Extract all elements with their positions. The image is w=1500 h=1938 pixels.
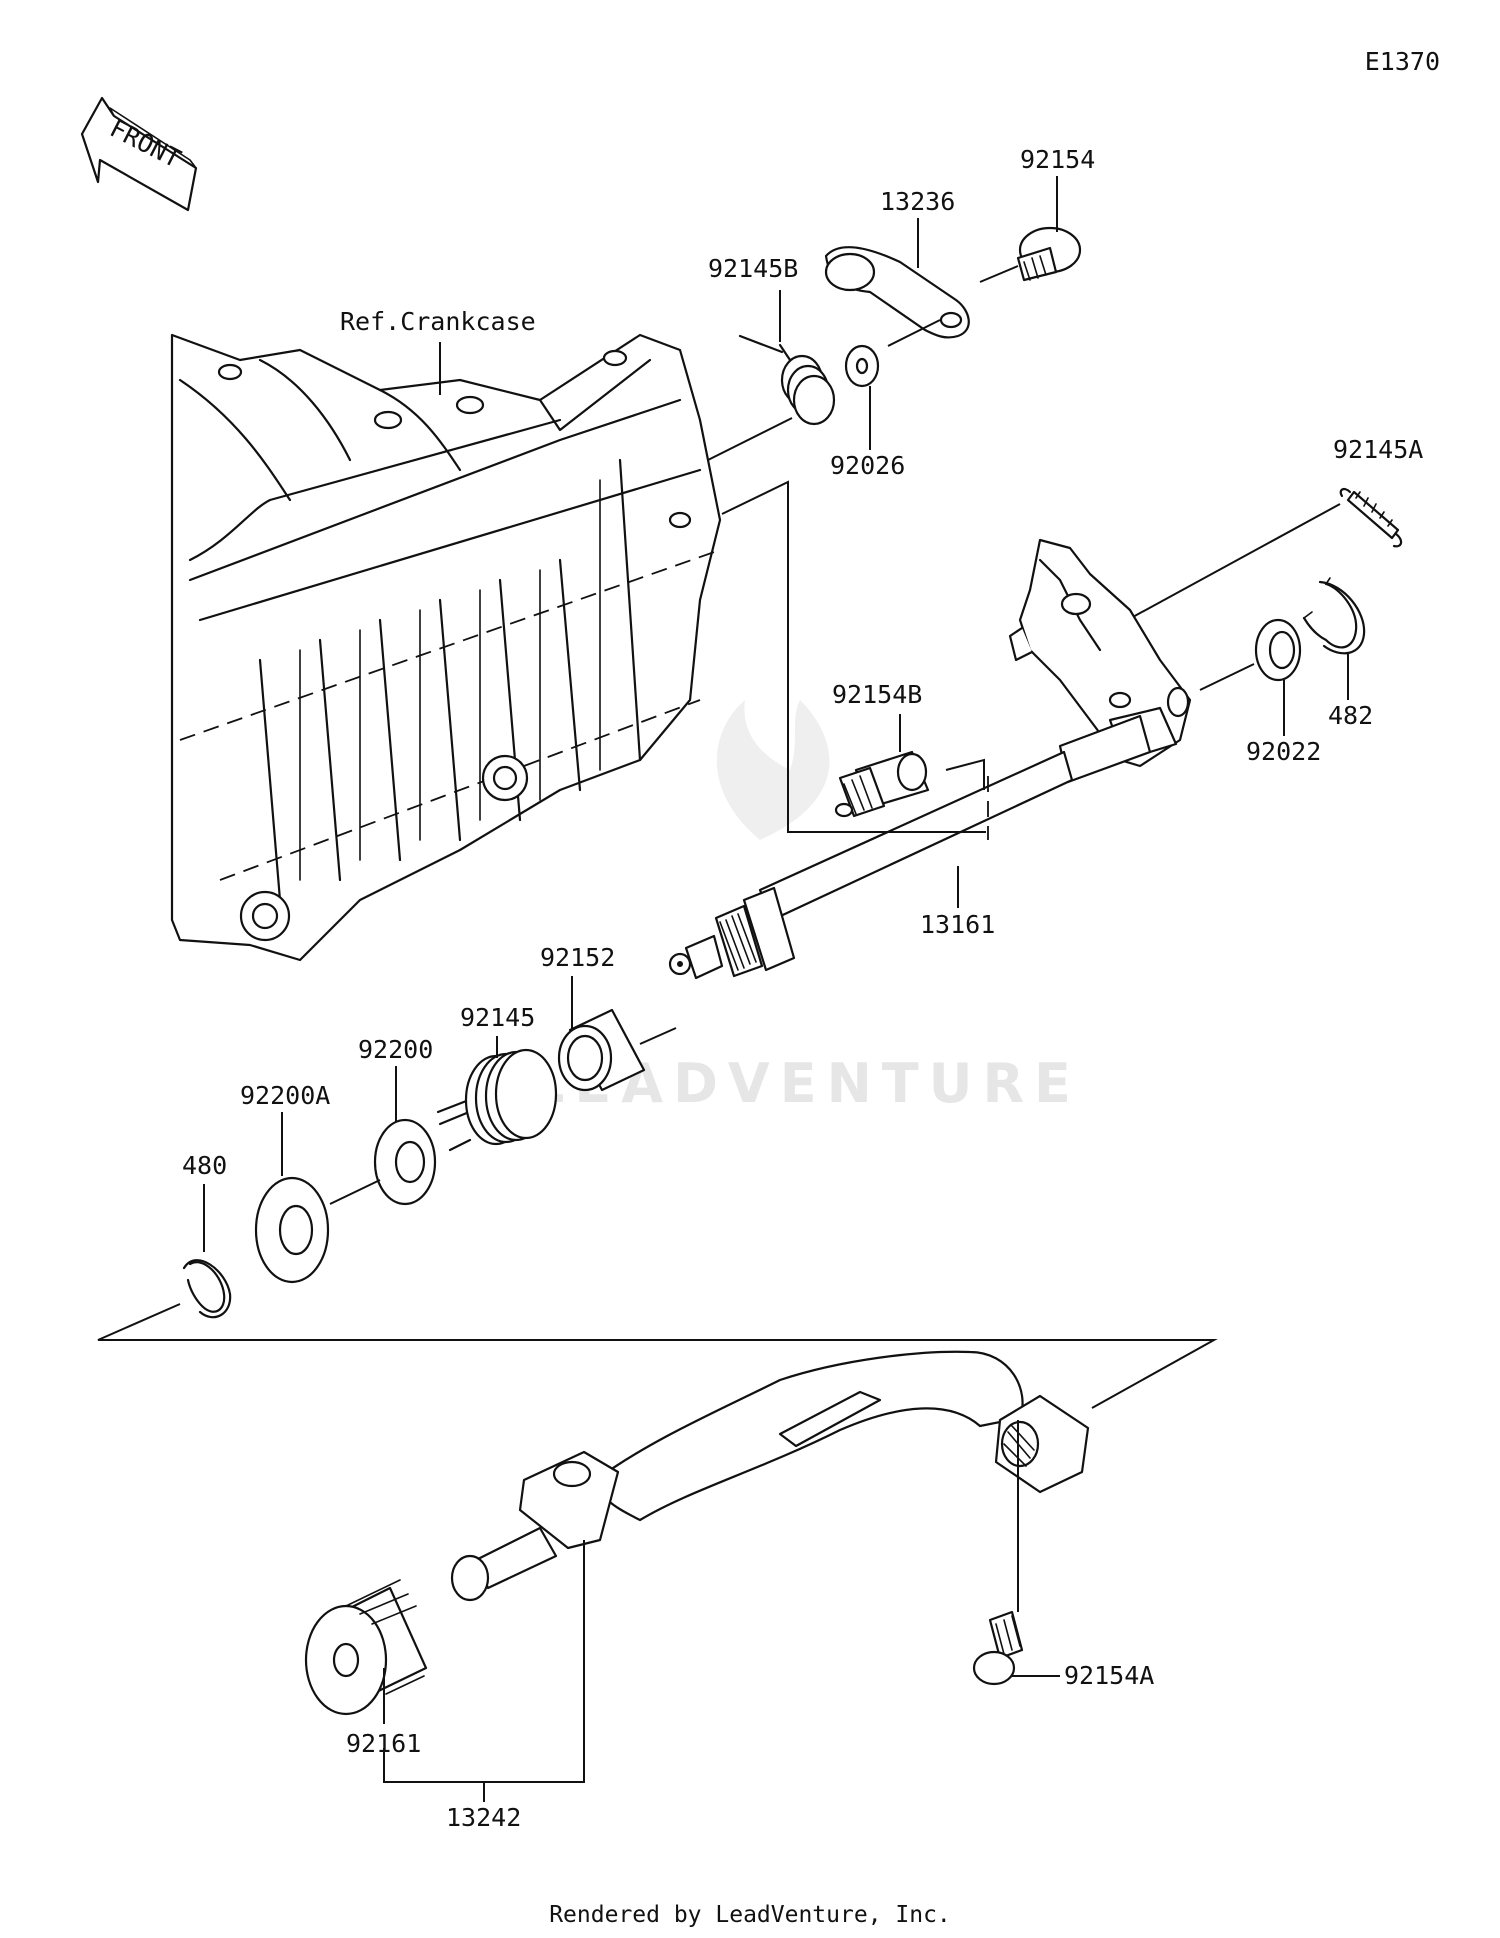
shift-pedal-13242 xyxy=(450,1350,1090,1602)
separator-line xyxy=(97,1303,1218,1409)
stud-92154B xyxy=(834,750,930,818)
washer-92200 xyxy=(373,1118,437,1206)
rubber-92161 xyxy=(304,1579,428,1716)
callout-ref-crankcase: Ref.Crankcase xyxy=(340,307,536,336)
callout-480: 480 xyxy=(182,1151,227,1180)
callout-13236: 13236 xyxy=(880,187,955,216)
callout-92026: 92026 xyxy=(830,451,905,480)
circlip-480 xyxy=(182,1259,232,1319)
spring-92145B xyxy=(738,334,836,426)
lever-13236 xyxy=(824,246,970,339)
callout-92154A: 92154A xyxy=(1064,1661,1154,1690)
circlip-482 xyxy=(1302,577,1366,655)
callout-13242: 13242 xyxy=(446,1803,521,1832)
spring-92145 xyxy=(436,1048,558,1152)
callout-482: 482 xyxy=(1328,701,1373,730)
spring-92145A xyxy=(1339,487,1403,548)
callout-92152: 92152 xyxy=(540,943,615,972)
collar-92152 xyxy=(557,1008,646,1092)
footer-credit: Rendered by LeadVenture, Inc. xyxy=(549,1902,951,1928)
bolt-92154 xyxy=(1016,226,1082,282)
shift-shaft-13161 xyxy=(668,538,1192,980)
bolt-92154A xyxy=(972,1610,1024,1686)
washer-92022 xyxy=(1254,618,1302,682)
callout-92145B: 92145B xyxy=(708,254,798,283)
callout-13161: 13161 xyxy=(920,910,995,939)
washer-92200A xyxy=(254,1176,330,1284)
callout-92200A: 92200A xyxy=(240,1081,330,1110)
leader-crankcase-shaft xyxy=(721,480,986,833)
callout-92145: 92145 xyxy=(460,1003,535,1032)
diagram-code: E1370 xyxy=(1365,47,1440,76)
crankcase xyxy=(170,333,722,962)
front-arrow-icon: FRONT xyxy=(80,96,198,212)
washer-92026 xyxy=(844,344,880,388)
callout-92022: 92022 xyxy=(1246,737,1321,766)
callout-92145A: 92145A xyxy=(1333,435,1423,464)
callout-92154: 92154 xyxy=(1020,145,1095,174)
callout-92200: 92200 xyxy=(358,1035,433,1064)
callout-92154B: 92154B xyxy=(832,680,922,709)
